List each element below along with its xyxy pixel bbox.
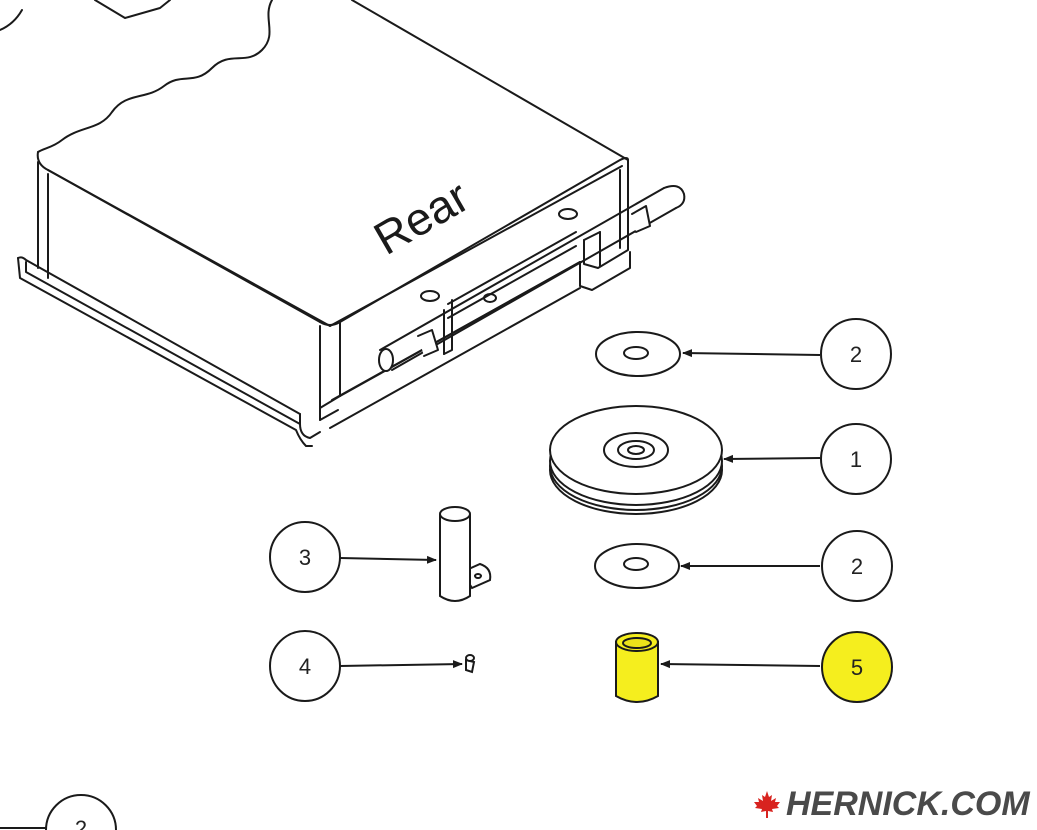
callout-5: 5: [821, 631, 893, 703]
callout-3: 3: [269, 521, 341, 593]
brand-watermark: HERNICK.COM: [752, 782, 1030, 826]
washer-part-top: [595, 331, 681, 377]
leader-line-2-top: [682, 349, 821, 358]
callout-2-top: 2: [820, 318, 892, 390]
callout-2-middle: 2: [821, 530, 893, 602]
housing-label: Rear: [365, 170, 477, 265]
callout-number: 2: [851, 554, 863, 579]
leader-line-5: [660, 660, 821, 669]
small-pin-part: [465, 654, 476, 674]
leader-line-3: [339, 555, 437, 564]
leader-line-1: [723, 454, 821, 463]
callout-number: 3: [299, 545, 311, 570]
callout-number: 2: [850, 342, 862, 367]
pin-part: [439, 506, 492, 602]
rear-housing: [0, 0, 686, 447]
callout-1: 1: [820, 423, 892, 495]
brand-text: HERNICK.COM: [786, 784, 1030, 823]
washer-part-middle: [594, 543, 680, 589]
callout-4: 4: [269, 630, 341, 702]
callout-number: 2: [75, 816, 87, 830]
leader-line-4: [339, 660, 463, 669]
callout-2-bottom: 2: [45, 794, 117, 830]
leader-lines: [0, 349, 821, 829]
callout-number: 1: [850, 447, 862, 472]
maple-leaf-icon: [754, 791, 780, 818]
callout-number: 4: [299, 654, 311, 679]
callout-number: 5: [851, 655, 863, 680]
pulley-part: [549, 405, 723, 515]
bushing-part: [615, 632, 659, 703]
